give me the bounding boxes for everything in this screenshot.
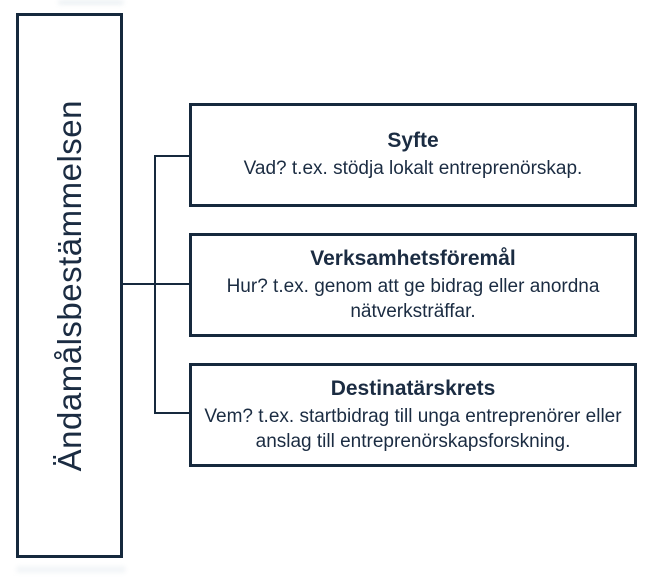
branch-title: Destinatärskrets (330, 376, 496, 400)
branch-title: Syfte (387, 129, 439, 153)
branch-title: Verksamhetsföremål (310, 246, 516, 270)
connector-root-to-trunk (121, 283, 156, 285)
branch-body: Vem? t.ex. startbidrag till unga entrepr… (204, 405, 622, 452)
connector-branch-verksamhetsforemal (154, 283, 189, 285)
cropped-content-artifact-top (58, 0, 124, 5)
connector-branch-syfte (154, 155, 189, 157)
branch-body: Hur? t.ex. genom att ge bidrag eller ano… (226, 275, 600, 322)
branch-node-syfte: Syfte Vad? t.ex. stödja lokalt entrepren… (189, 103, 637, 207)
branch-node-verksamhetsforemal: Verksamhetsföremål Hur? t.ex. genom att … (189, 233, 637, 337)
root-node-andamalsbestammelsen: Ändamålsbestämmelsen (16, 13, 123, 558)
root-node-label: Ändamålsbestämmelsen (50, 99, 88, 472)
branch-node-destinatarskrets: Destinatärskrets Vem? t.ex. startbidrag … (189, 363, 637, 467)
cropped-content-artifact-bottom (16, 566, 126, 573)
connector-branch-destinatarskrets (154, 412, 189, 414)
branch-body: Vad? t.ex. stödja lokalt entreprenörskap… (243, 158, 583, 180)
